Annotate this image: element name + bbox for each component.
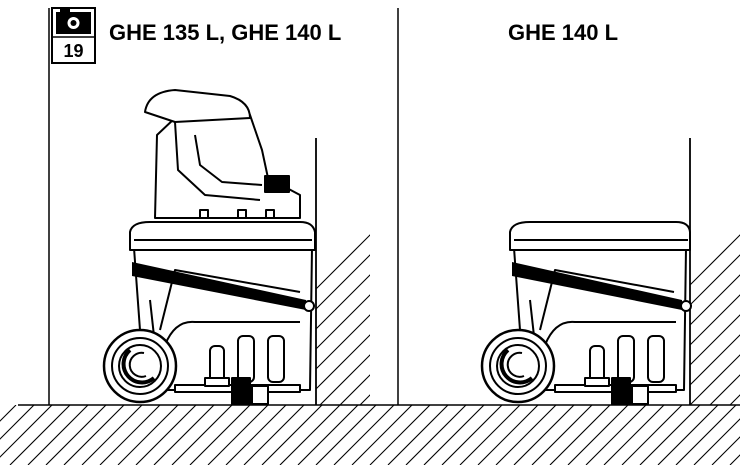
hatch-line: [690, 138, 740, 405]
hatch-line: [690, 138, 740, 405]
hatch-line: [0, 405, 35, 440]
hatch-line: [387, 405, 449, 465]
hatch-line: [549, 405, 611, 465]
hatch-line: [531, 405, 593, 465]
hatch-line: [690, 138, 740, 405]
hatch-line: [297, 405, 359, 465]
hatch-line: [729, 138, 740, 405]
hatch-line: [513, 405, 575, 465]
hatch-line: [621, 405, 683, 465]
hatch-line: [477, 405, 539, 465]
hatch-line: [657, 405, 719, 465]
hatch-line: [45, 405, 107, 465]
hatch-line: [316, 138, 370, 405]
hatch-line: [261, 405, 323, 465]
hatch-line: [81, 405, 143, 465]
hatch-line: [495, 405, 557, 465]
camera-icon: [56, 9, 91, 34]
hatch-line: [189, 405, 251, 465]
right-wall: [689, 138, 740, 405]
hatch-line: [315, 405, 377, 465]
shredder-with-hopper: [102, 89, 316, 405]
hatch-line: [117, 405, 179, 465]
figure-badge: 19: [51, 7, 96, 64]
hatch-line: [153, 405, 215, 465]
hatch-line: [441, 405, 503, 465]
shredder-base-only: [480, 221, 692, 405]
hatch-line: [135, 405, 197, 465]
right-panel-title: GHE 140 L: [508, 20, 618, 45]
hatch-line: [690, 138, 740, 405]
hatch-line: [459, 405, 521, 465]
hatch-line: [316, 138, 370, 405]
hatch-line: [316, 138, 370, 405]
left-panel-title: GHE 135 L, GHE 140 L: [109, 20, 341, 45]
hatch-line: [369, 405, 431, 465]
hatch-line: [333, 405, 395, 465]
hatch-line: [207, 405, 269, 465]
hatch-line: [0, 405, 53, 458]
floor-hatching: [0, 405, 740, 465]
hatch-line: [0, 405, 17, 422]
hatch-line: [603, 405, 665, 465]
hatch-line: [351, 405, 413, 465]
hatch-line: [690, 138, 740, 405]
hatch-line: [675, 405, 737, 465]
hatch-line: [709, 138, 740, 405]
hatch-line: [316, 138, 370, 405]
figure-number: 19: [63, 41, 83, 61]
hatch-line: [279, 405, 341, 465]
hatch-line: [585, 405, 647, 465]
hatch-line: [27, 405, 89, 465]
hatch-line: [9, 405, 71, 465]
hatch-line: [423, 405, 485, 465]
hatch-line: [693, 418, 740, 465]
hatch-line: [639, 405, 701, 465]
hatch-line: [63, 405, 125, 465]
hatch-line: [711, 436, 740, 465]
hatch-line: [319, 138, 370, 405]
hatch-line: [243, 405, 305, 465]
hatch-line: [225, 405, 287, 465]
left-wall: [315, 138, 370, 405]
hatch-line: [405, 405, 467, 465]
hatch-line: [729, 454, 740, 465]
hatch-line: [171, 405, 233, 465]
hatch-line: [567, 405, 629, 465]
hatch-line: [99, 405, 161, 465]
